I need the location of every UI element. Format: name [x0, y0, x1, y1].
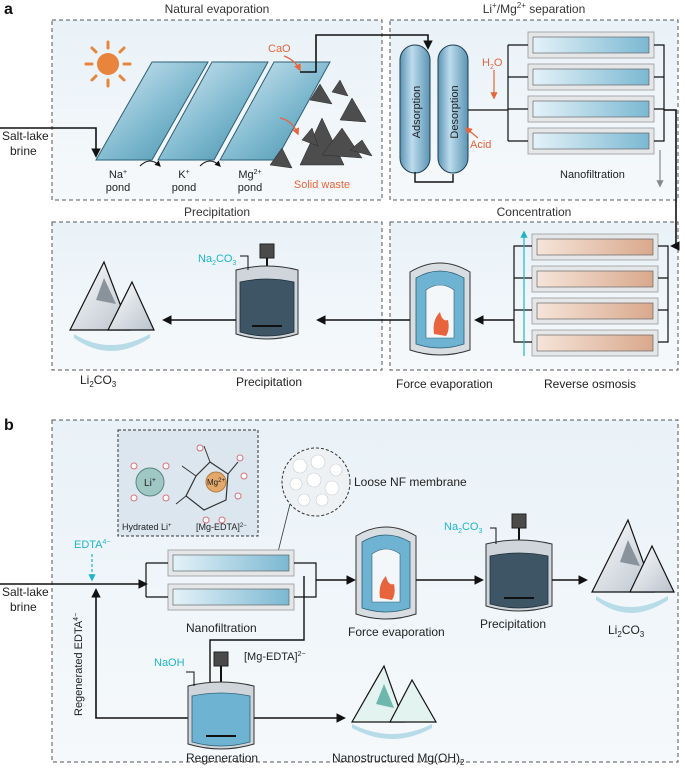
h2o-label: H2O: [482, 57, 503, 71]
precipitation-label-a: Precipitation: [236, 375, 302, 389]
molecular-inset: Li+ Mg2+ Hydrated Li+ [Mg-EDTA]2−: [117, 429, 259, 537]
regeneration-label: Regeneration: [186, 751, 258, 765]
precipitation-label-b: Precipitation: [480, 617, 546, 631]
acid-label: Acid: [470, 139, 491, 151]
na2co3-label-b: Na2CO3: [444, 521, 482, 535]
section-title-concentration: Concentration: [497, 205, 572, 219]
flame-icon: [433, 312, 449, 336]
mg-edta-retentate-label: [Mg-EDTA]2−: [244, 651, 306, 663]
pond-word-na: pond: [106, 182, 130, 194]
brine-inlet-arrow-a: [0, 127, 101, 158]
force-evaporator-b: [355, 526, 417, 620]
brine-label-b-line2: brine: [10, 600, 37, 614]
desorption-column: [437, 44, 469, 174]
na-pond: [95, 61, 209, 161]
hydrated-li-label: Hydrated Li+: [122, 522, 172, 532]
edta-label: EDTA4−: [74, 539, 111, 551]
mg-edta-inset-label: [Mg-EDTA]2−: [196, 522, 247, 532]
nanofiltration-membranes-b: [167, 549, 295, 611]
column-link: [414, 172, 454, 183]
regeneration-tank: [187, 651, 255, 750]
brine-label-a-line1: Salt-lake: [2, 129, 49, 143]
pond-label-mg: Mg2+: [238, 169, 261, 181]
li-ion-icon: [135, 467, 165, 497]
evaporation-ponds: [95, 61, 331, 167]
motor-icon-c: [213, 651, 229, 667]
force-evaporator-a: [409, 262, 471, 356]
nanofiltration-label-b: Nanofiltration: [186, 621, 257, 635]
pond-to-adsorption-arrow: [300, 34, 433, 73]
k-pond: [157, 61, 269, 161]
regenerated-edta-label: Regenerated EDTA4−: [73, 613, 85, 716]
mgoh2-label: Nanostructured Mg(OH)2: [332, 751, 465, 767]
force-evaporation-label-a: Force evaporation: [396, 377, 493, 391]
nf-inlet-manifold-a: [468, 44, 528, 142]
pond-label-na: Na+: [109, 169, 127, 181]
retentate-arrow: [205, 576, 305, 692]
brine-label-a-line2: brine: [10, 144, 37, 158]
nanofiltration-label-a: Nanofiltration: [560, 169, 625, 181]
motor-icon: [259, 243, 275, 259]
flame-icon-b: [379, 576, 395, 600]
precipitation-tank-b: [485, 513, 553, 612]
pond-word-k: pond: [172, 182, 196, 194]
reverse-osmosis-label: Reverse osmosis: [544, 377, 636, 391]
panel-a-letter: a: [4, 1, 13, 18]
mg-ion-label: Mg2+: [207, 478, 225, 487]
li-ion-label: Li+: [144, 477, 156, 489]
motor-icon-b: [511, 513, 527, 529]
precipitation-tank-a: [235, 243, 299, 340]
ro-inlet-manifold: [658, 245, 669, 343]
adsorption-label: Adsorption: [411, 86, 423, 139]
nanofiltration-membranes-a: [527, 31, 655, 155]
ro-outlet-manifold: [513, 245, 532, 343]
loose-nf-label: Loose NF membrane: [354, 475, 467, 489]
solid-waste-rocks: [269, 79, 373, 169]
regenerated-edta-arrow: [91, 588, 190, 719]
mg-pond: [219, 61, 331, 161]
nf-inlet-manifold-b: [145, 562, 168, 598]
section-title-precipitation: Precipitation: [184, 205, 250, 219]
panel-b-letter: b: [4, 417, 14, 434]
pond-label-k: K+: [178, 169, 189, 181]
force-evaporation-label-b: Force evaporation: [348, 625, 445, 639]
section-title-separation: Li+/Mg2+ separation: [483, 1, 586, 16]
pond-word-mg: pond: [238, 182, 262, 194]
li2co3-crystal-b: [591, 518, 675, 613]
li2co3-label-a: Li2CO3: [80, 373, 117, 389]
na2co3-label-a: Na2CO3: [198, 253, 236, 267]
loose-nf-membrane-icon: [275, 447, 351, 561]
cao-label: CaO: [268, 43, 291, 55]
nf-outlet-manifold-a: [654, 44, 665, 142]
reverse-osmosis-membranes: [531, 233, 659, 357]
naoh-label: NaOH: [154, 657, 185, 669]
brine-label-b-line1: Salt-lake: [2, 585, 49, 599]
solid-waste-label: Solid waste: [294, 179, 350, 191]
desorption-label: Desorption: [449, 85, 461, 138]
sun-icon: [84, 40, 132, 88]
li2co3-label-b: Li2CO3: [608, 623, 645, 639]
nf-to-ro-arrow: [664, 109, 680, 251]
section-title-natural-evaporation: Natural evaporation: [165, 2, 270, 16]
mgoh2-crystal: [350, 664, 438, 739]
mg-ion-icon: [205, 471, 227, 493]
li2co3-crystal-a: [69, 260, 155, 351]
